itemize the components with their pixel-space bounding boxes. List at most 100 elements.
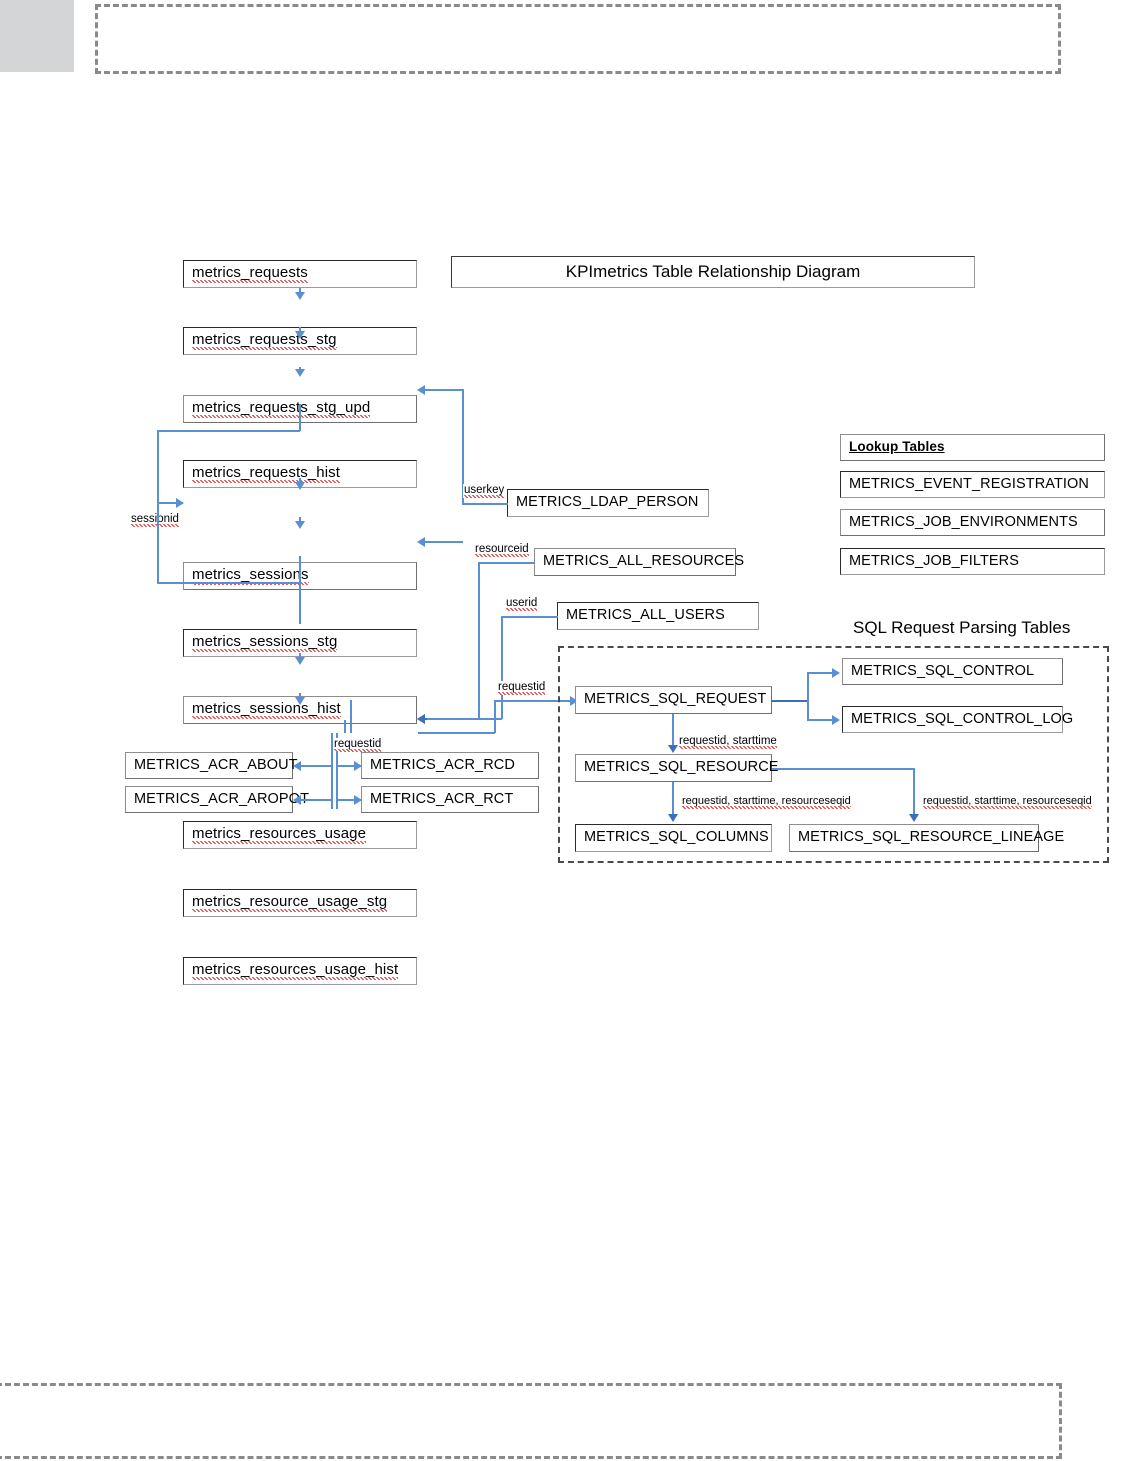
connector-requestid-to-sql-request [494, 700, 576, 702]
connector-acr-about-link [301, 765, 332, 767]
entity-metrics-acr-rcd[interactable]: METRICS_ACR_RCD [361, 752, 539, 779]
entity-metrics-sql-control-log[interactable]: METRICS_SQL_CONTROL_LOG [842, 706, 1073, 733]
arrowhead-stgupd-to-hist [294, 369, 305, 377]
entity-metrics-sql-request[interactable]: METRICS_SQL_REQUEST [575, 686, 772, 714]
arrowhead-sqlresource-to-lineage [908, 814, 919, 822]
connector-hist-down [299, 404, 301, 431]
entity-metrics-job-filters[interactable]: METRICS_JOB_FILTERS [840, 548, 1105, 575]
connector-acr-aropot-link [301, 799, 332, 801]
arrowhead-acr-rct [354, 794, 362, 805]
arrowhead-sessions-to-stg [294, 482, 305, 490]
connector-sessionid-vertical [157, 430, 159, 503]
arrowhead-sqlreq-to-sqlresource [667, 745, 678, 753]
sql-parsing-group-caption: SQL Request Parsing Tables [853, 618, 1071, 637]
entity-metrics-requests[interactable]: metrics_requests [183, 260, 417, 288]
entity-metrics-resources-usage-hist[interactable]: metrics_resources_usage_hist [183, 957, 417, 985]
connector-requestid-vertical [494, 700, 496, 733]
connector-usage-loop-a [344, 720, 346, 733]
entity-metrics-sql-resource[interactable]: METRICS_SQL_RESOURCE [575, 754, 778, 782]
entity-metrics-acr-about[interactable]: METRICS_ACR_ABOUT [125, 752, 298, 779]
arrowhead-usage-stg-to-hist [294, 697, 305, 705]
connector-sqlreq-to-sqlresource [672, 714, 674, 746]
connector-sqlresource-to-lineage-h [772, 768, 914, 770]
edge-label-resourceid: resourceid [474, 543, 530, 557]
entity-metrics-all-users[interactable]: METRICS_ALL_USERS [557, 602, 759, 630]
connector-usage-to-stg [299, 653, 301, 660]
arrowhead-userkey-sessions [417, 536, 425, 547]
connector-resourceid-vertical [478, 562, 480, 719]
entity-metrics-ldap-person[interactable]: METRICS_LDAP_PERSON [507, 489, 709, 517]
arrowhead-usage-hist-inlet [417, 713, 425, 724]
sql-parsing-group-frame [558, 646, 1109, 863]
connector-usage-stg-to-hist [299, 693, 301, 700]
connector-userkey-vertical [462, 389, 464, 504]
connector-requests-to-stg [299, 288, 301, 294]
page-title: KPImetrics Table Relationship Diagram [451, 256, 975, 288]
entity-metrics-event-registration[interactable]: METRICS_EVENT_REGISTRATION [840, 471, 1105, 498]
arrowhead-acr-about [293, 760, 301, 771]
entity-metrics-resource-usage-stg[interactable]: metrics_resource_usage_stg [183, 889, 417, 917]
connector-sqlresource-to-lineage-v [913, 768, 915, 815]
entity-metrics-requests-hist[interactable]: metrics_requests_hist [183, 460, 417, 488]
connector-userid-vertical [501, 616, 503, 719]
header-corner-block [0, 0, 74, 72]
edge-label-sessionid: sessionid [130, 513, 180, 527]
entity-metrics-requests-stg-upd[interactable]: metrics_requests_stg_upd [183, 395, 417, 423]
edge-label-lineage-keys: requestid, starttime, resourceseqid [922, 795, 1093, 809]
arrowhead-sql-control-log [832, 714, 840, 725]
page-title-text: KPImetrics Table Relationship Diagram [565, 262, 861, 281]
connector-usage-hist-inlet [425, 718, 427, 720]
arrowhead-stg-to-stgupd [294, 331, 305, 339]
connector-acr-trunk-b [336, 733, 338, 809]
connector-sqlreq-fanout-stem [772, 700, 808, 702]
connector-acr-rcd-link [336, 765, 361, 767]
connector-acr-trunk-a [331, 733, 333, 809]
arrowhead-sessions-stg-to-hist [294, 521, 305, 529]
connector-sqlreq-to-control [807, 672, 835, 674]
connector-down-to-usage [299, 582, 301, 624]
connector-stg-to-stgupd [299, 327, 301, 333]
arrowhead-requestid-sql [570, 695, 578, 706]
arrowhead-sqlresource-to-columns [667, 814, 678, 822]
connector-usage-loop-b [350, 700, 352, 733]
connector-sqlreq-to-control-log [807, 719, 835, 721]
connector-sessionid-into-sessions-stg [157, 502, 183, 504]
arrowhead-acr-aropot [293, 794, 301, 805]
connector-sqlresource-to-columns [672, 782, 674, 815]
entity-metrics-sql-resource-lineage[interactable]: METRICS_SQL_RESOURCE_LINEAGE [789, 824, 1064, 852]
edge-label-userid: userid [505, 597, 539, 611]
entity-metrics-sql-control[interactable]: METRICS_SQL_CONTROL [842, 658, 1063, 685]
connector-sessions-hist-left [157, 582, 300, 584]
lookup-tables-header: Lookup Tables [840, 434, 1105, 461]
entity-metrics-all-resources[interactable]: METRICS_ALL_RESOURCES [534, 548, 744, 576]
edge-label-requestid-sql: requestid [497, 681, 547, 695]
arrowhead-sql-control [832, 667, 840, 678]
connector-requestid-back-to-usage-hist [418, 732, 495, 734]
connector-userkey-into-sessions-hist [425, 541, 463, 543]
connector-userid-into-usage-hist [425, 718, 502, 720]
connector-sqlreq-fanout-riser [807, 672, 809, 720]
connector-hist-left [157, 430, 300, 432]
entity-metrics-sql-columns[interactable]: METRICS_SQL_COLUMNS [575, 824, 772, 852]
arrowhead-requests-to-stg [294, 292, 305, 300]
connector-resourceid-horizontal [478, 562, 535, 564]
arrowhead-acr-rcd [354, 760, 362, 771]
arrowhead-sessionid [176, 497, 184, 508]
connector-sessions-to-stg [299, 478, 301, 484]
edge-label-columns-keys: requestid, starttime, resourceseqid [681, 795, 852, 809]
connector-sessions-hist-down [299, 556, 301, 583]
connector-acr-rct-link [336, 799, 361, 801]
edge-label-requestid-acr: requestid [333, 738, 383, 752]
connector-userkey-into-requests-hist [425, 389, 463, 391]
entity-metrics-acr-rct[interactable]: METRICS_ACR_RCT [361, 786, 539, 813]
entity-metrics-job-environments[interactable]: METRICS_JOB_ENVIRONMENTS [840, 509, 1105, 536]
header-placeholder-region [95, 4, 1061, 74]
connector-userkey-horizontal [462, 503, 508, 505]
entity-metrics-resources-usage[interactable]: metrics_resources_usage [183, 821, 417, 849]
connector-sessions-stg-to-hist [299, 517, 301, 523]
footer-placeholder-region [0, 1383, 1062, 1459]
entity-metrics-acr-aropot[interactable]: METRICS_ACR_AROPOT [125, 786, 309, 813]
entity-metrics-sessions-stg[interactable]: metrics_sessions_stg [183, 629, 417, 657]
edge-label-userkey: userkey [463, 484, 506, 498]
